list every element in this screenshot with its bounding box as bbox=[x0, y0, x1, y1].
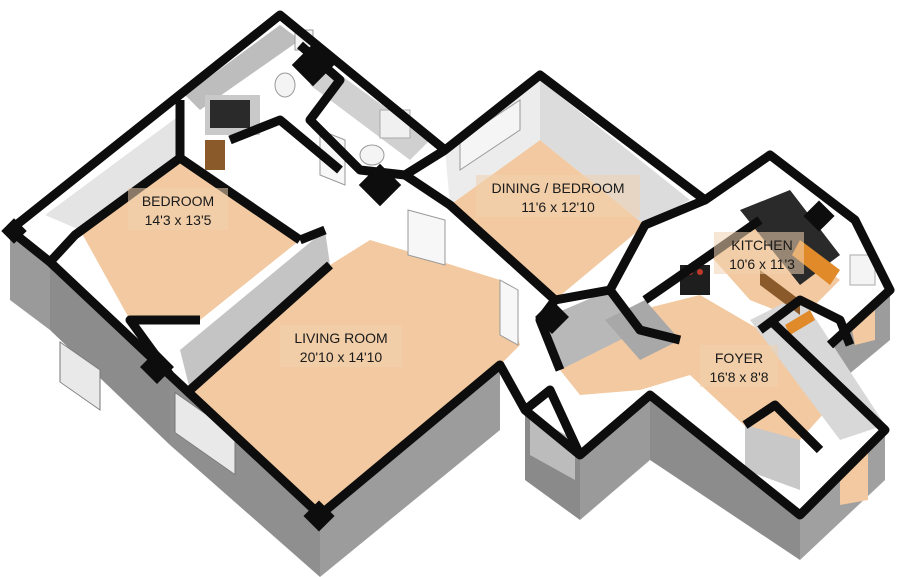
svg-text:16'8 x 8'8: 16'8 x 8'8 bbox=[709, 369, 768, 385]
svg-text:LIVING ROOM: LIVING ROOM bbox=[294, 330, 387, 346]
svg-text:14'3 x 13'5: 14'3 x 13'5 bbox=[145, 212, 212, 228]
svg-text:FOYER: FOYER bbox=[715, 350, 763, 366]
living-room-floor bbox=[190, 240, 520, 515]
room-label-bedroom: BEDROOM 14'3 x 13'5 bbox=[128, 188, 228, 230]
room-label-living-room: LIVING ROOM 20'10 x 14'10 bbox=[280, 325, 402, 367]
toilet-icon bbox=[274, 72, 296, 98]
windows bbox=[59, 99, 521, 476]
svg-text:10'6 x 11'3: 10'6 x 11'3 bbox=[729, 256, 795, 272]
door-icon bbox=[407, 209, 446, 266]
toilet-icon bbox=[359, 144, 385, 166]
room-label-foyer: FOYER 16'8 x 8'8 bbox=[700, 345, 778, 387]
room-label-kitchen: KITCHEN 10'6 x 11'3 bbox=[714, 232, 804, 274]
door-icon bbox=[499, 279, 519, 346]
svg-text:KITCHEN: KITCHEN bbox=[731, 237, 792, 253]
svg-text:DINING / BEDROOM: DINING / BEDROOM bbox=[491, 180, 624, 196]
wall-tops bbox=[7, 10, 895, 520]
svg-text:11'6 x 12'10: 11'6 x 12'10 bbox=[521, 199, 595, 215]
svg-text:BEDROOM: BEDROOM bbox=[142, 193, 214, 209]
wall-corners bbox=[1, 43, 835, 532]
room-label-dining-bedroom: DINING / BEDROOM 11'6 x 12'10 bbox=[476, 175, 640, 217]
room-labels: BEDROOM 14'3 x 13'5 LIVING ROOM 20'10 x … bbox=[128, 175, 804, 387]
svg-text:20'10 x 14'10: 20'10 x 14'10 bbox=[300, 349, 383, 365]
